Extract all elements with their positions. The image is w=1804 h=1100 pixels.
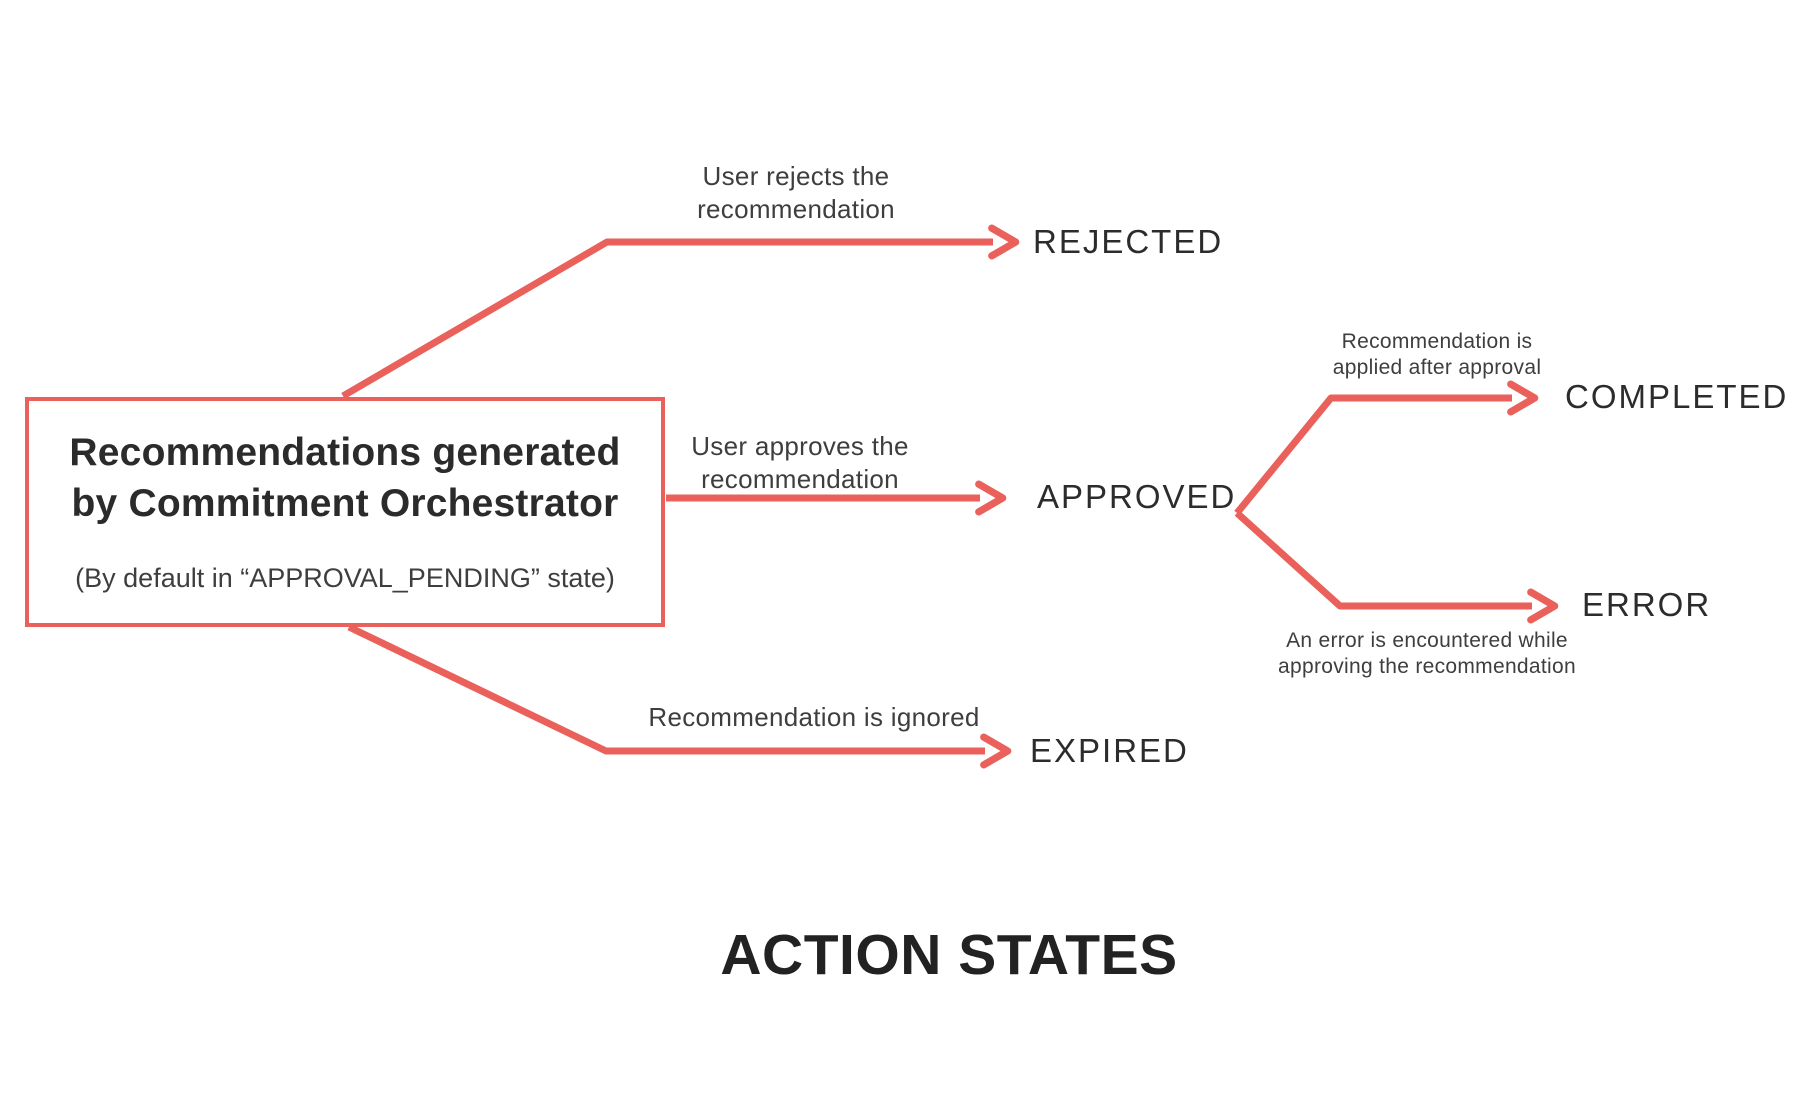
- source-box-subtitle: (By default in “APPROVAL_PENDING” state): [75, 563, 615, 593]
- caption-error-line1: An error is encountered while: [1286, 629, 1568, 652]
- arrow-rejected: [341, 224, 1020, 400]
- arrow-expired: [347, 623, 1012, 769]
- state-label-expired: EXPIRED: [1030, 732, 1189, 769]
- arrow-completed: [1234, 380, 1539, 516]
- caption-error: An error is encountered while approving …: [1278, 628, 1576, 680]
- caption-error-line2: approving the recommendation: [1278, 655, 1576, 678]
- caption-rejected-line2: recommendation: [697, 194, 895, 224]
- caption-approved: User approves the recommendation: [691, 430, 909, 496]
- caption-expired-line1: Recommendation is ignored: [648, 702, 980, 732]
- caption-completed-line2: applied after approval: [1332, 356, 1542, 379]
- caption-rejected-line1: User rejects the: [702, 161, 890, 191]
- caption-expired: Recommendation is ignored: [648, 701, 979, 734]
- state-label-completed: COMPLETED: [1565, 378, 1789, 415]
- state-label-approved: APPROVED: [1037, 478, 1237, 515]
- diagram-title: ACTION STATES: [720, 923, 1178, 987]
- caption-rejected: User rejects the recommendation: [697, 160, 895, 226]
- source-box-title-line2: by Commitment Orchestrator: [71, 482, 619, 525]
- source-box-title-line1: Recommendations generated: [69, 431, 621, 474]
- caption-approved-line1: User approves the: [691, 431, 909, 461]
- arrow-error: [1234, 510, 1559, 624]
- caption-approved-line2: recommendation: [701, 464, 899, 494]
- state-label-error: ERROR: [1582, 586, 1712, 623]
- source-box-title: Recommendations generated by Commitment …: [69, 427, 620, 529]
- state-label-rejected: REJECTED: [1033, 223, 1224, 260]
- caption-completed: Recommendation is applied after approval: [1333, 329, 1542, 381]
- source-box: Recommendations generated by Commitment …: [25, 397, 665, 627]
- caption-completed-line1: Recommendation is: [1341, 330, 1533, 353]
